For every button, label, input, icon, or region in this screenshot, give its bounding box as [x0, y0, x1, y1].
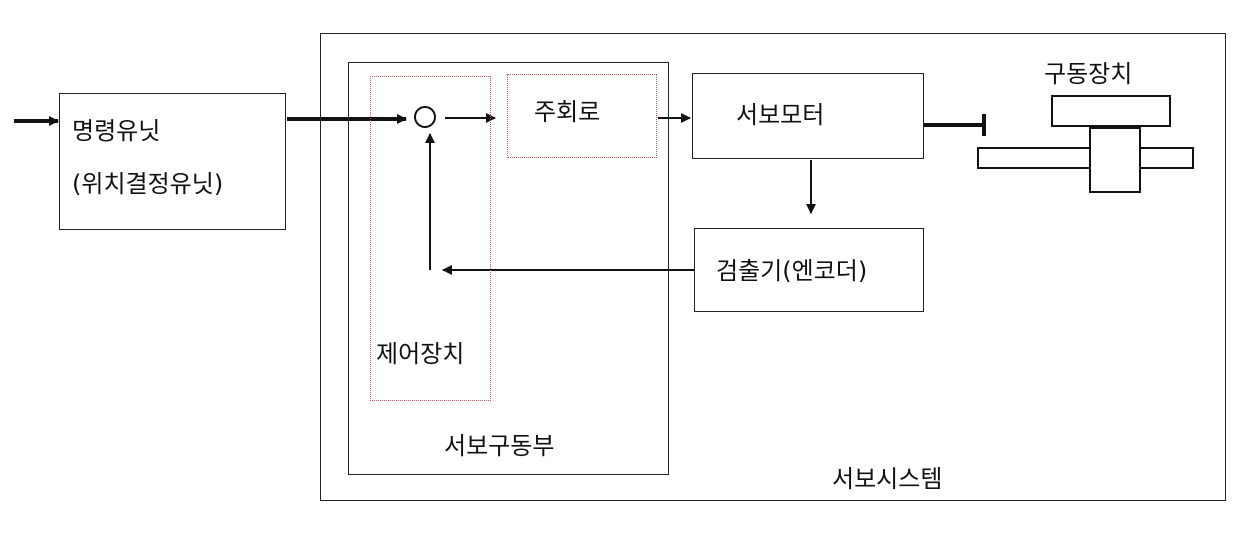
drive-device-label: 구동장치	[1044, 60, 1133, 88]
control-device-frame	[370, 76, 491, 401]
main-circuit-frame	[507, 74, 657, 158]
summing-junction	[414, 106, 436, 128]
command-unit-sublabel: (위치결정유닛)	[72, 170, 224, 198]
main-circuit-label: 주회로	[534, 98, 601, 126]
servo-system-frame	[320, 33, 1226, 501]
command-unit-label: 명령유닛	[72, 117, 161, 145]
control-device-label: 제어장치	[376, 340, 465, 368]
detector-label: 검출기(엔코더)	[716, 257, 868, 285]
detector-block	[694, 228, 924, 312]
servo-motor-label: 서보모터	[736, 101, 825, 129]
servo-motor-block	[692, 73, 924, 159]
servo-system-label: 서보시스템	[832, 465, 943, 493]
command-unit-block	[59, 93, 286, 230]
servo-drive-frame	[348, 62, 669, 475]
drive-device-drawing	[977, 95, 1194, 193]
servo-drive-label: 서보구동부	[444, 432, 555, 460]
